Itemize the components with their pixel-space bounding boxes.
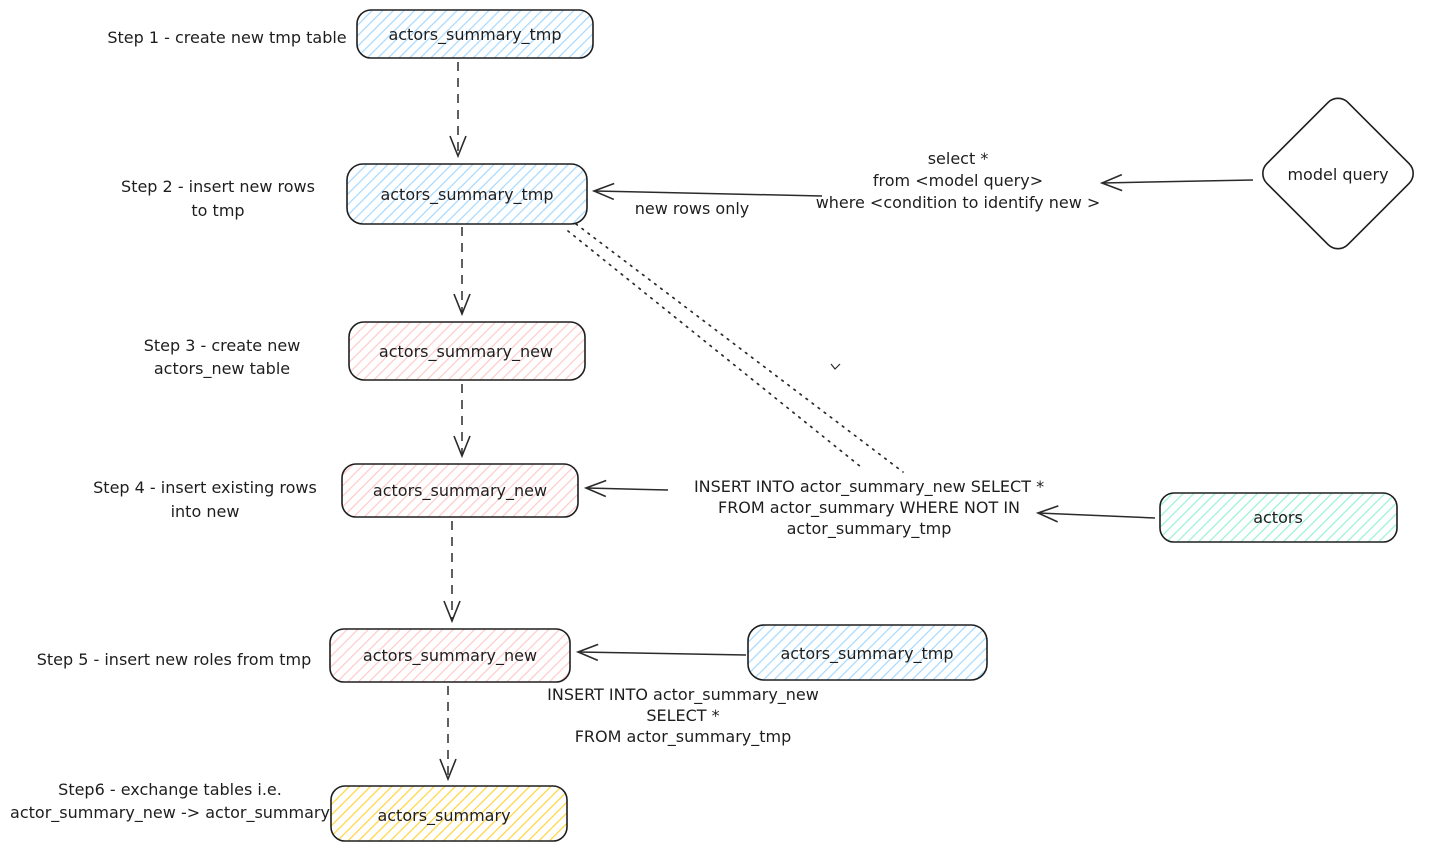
node-step5-table: actors_summary_new: [329, 628, 571, 683]
svg-text:FROM actor_summary_tmp: FROM actor_summary_tmp: [575, 727, 792, 747]
arrow-insertquery-to-step4: [586, 488, 669, 490]
node-actors-table-label: actors: [1253, 508, 1303, 527]
step-label-2: Step 2 - insert new rows to tmp: [121, 177, 315, 220]
svg-text:Step 4 - insert existing rows: Step 4 - insert existing rows: [93, 478, 317, 497]
arrow-tmp-to-step5: [578, 652, 747, 655]
svg-text:actor_summary_tmp: actor_summary_tmp: [787, 519, 952, 539]
step-label-6: Step6 - exchange tables i.e. actor_summa…: [10, 780, 330, 823]
svg-text:INSERT INTO actor_summary_new: INSERT INTO actor_summary_new: [547, 685, 819, 705]
node-step4-table-label: actors_summary_new: [373, 481, 547, 501]
svg-text:Step 2 - insert new rows: Step 2 - insert new rows: [121, 177, 315, 196]
svg-text:SELECT *: SELECT *: [646, 706, 719, 725]
svg-text:select *: select *: [928, 149, 989, 168]
node-model-query: model query: [1262, 97, 1414, 250]
node-step6-table-label: actors_summary: [377, 806, 510, 826]
node-step5-table-label: actors_summary_new: [363, 646, 537, 666]
arrow-actors-to-insertquery: [1038, 513, 1156, 518]
step-label-4: Step 4 - insert existing rows into new: [93, 478, 317, 521]
svg-text:to tmp: to tmp: [191, 201, 244, 220]
select-query-text: select * from <model query> where <condi…: [816, 149, 1101, 212]
svg-text:INSERT INTO actor_summary_new: INSERT INTO actor_summary_new SELECT *: [694, 477, 1044, 497]
svg-text:actors_new table: actors_new table: [154, 359, 290, 379]
dotted-link-tmp-to-insert-2: [567, 230, 862, 468]
node-step3-table: actors_summary_new: [348, 321, 586, 381]
node-step4-table: actors_summary_new: [341, 463, 579, 518]
svg-text:actor_summary_new -> actor_sum: actor_summary_new -> actor_summary: [10, 803, 330, 823]
node-step2-table: actors_summary_tmp: [346, 163, 588, 225]
svg-text:from <model query>: from <model query>: [873, 171, 1043, 190]
arrow-select-to-step2: [594, 191, 823, 196]
node-tmp-source-table: actors_summary_tmp: [747, 624, 988, 681]
stray-tick-mark: [830, 363, 841, 370]
insert-from-tmp-query-text: INSERT INTO actor_summary_new SELECT * F…: [547, 685, 819, 747]
new-rows-only-label: new rows only: [635, 199, 750, 218]
node-step3-table-label: actors_summary_new: [379, 342, 553, 362]
dotted-link-tmp-to-insert-1: [575, 223, 904, 473]
insert-existing-query-text: INSERT INTO actor_summary_new SELECT * F…: [694, 477, 1044, 539]
svg-text:Step 5 - insert new roles from: Step 5 - insert new roles from tmp: [37, 650, 312, 669]
node-step2-table-label: actors_summary_tmp: [380, 185, 553, 205]
svg-text:where <condition to identify n: where <condition to identify new >: [816, 193, 1101, 212]
node-actors-table: actors: [1159, 492, 1398, 543]
step-label-1: Step 1 - create new tmp table: [107, 28, 346, 47]
svg-text:FROM actor_summary WHERE NOT I: FROM actor_summary WHERE NOT IN: [718, 498, 1020, 518]
node-model-query-label: model query: [1287, 165, 1388, 184]
step-label-3: Step 3 - create new actors_new table: [144, 336, 301, 379]
node-tmp-source-table-label: actors_summary_tmp: [780, 644, 953, 664]
svg-text:Step 1 - create new tmp table: Step 1 - create new tmp table: [107, 28, 346, 47]
svg-text:into new: into new: [171, 502, 240, 521]
svg-text:Step 3 - create new: Step 3 - create new: [144, 336, 301, 355]
svg-text:Step6 - exchange tables i.e.: Step6 - exchange tables i.e.: [58, 780, 282, 799]
step-label-5: Step 5 - insert new roles from tmp: [37, 650, 312, 669]
node-step1-table-label: actors_summary_tmp: [388, 25, 561, 45]
arrow-modelquery-to-select: [1102, 180, 1254, 183]
node-step6-table: actors_summary: [330, 785, 568, 842]
node-step1-table: actors_summary_tmp: [356, 9, 594, 59]
